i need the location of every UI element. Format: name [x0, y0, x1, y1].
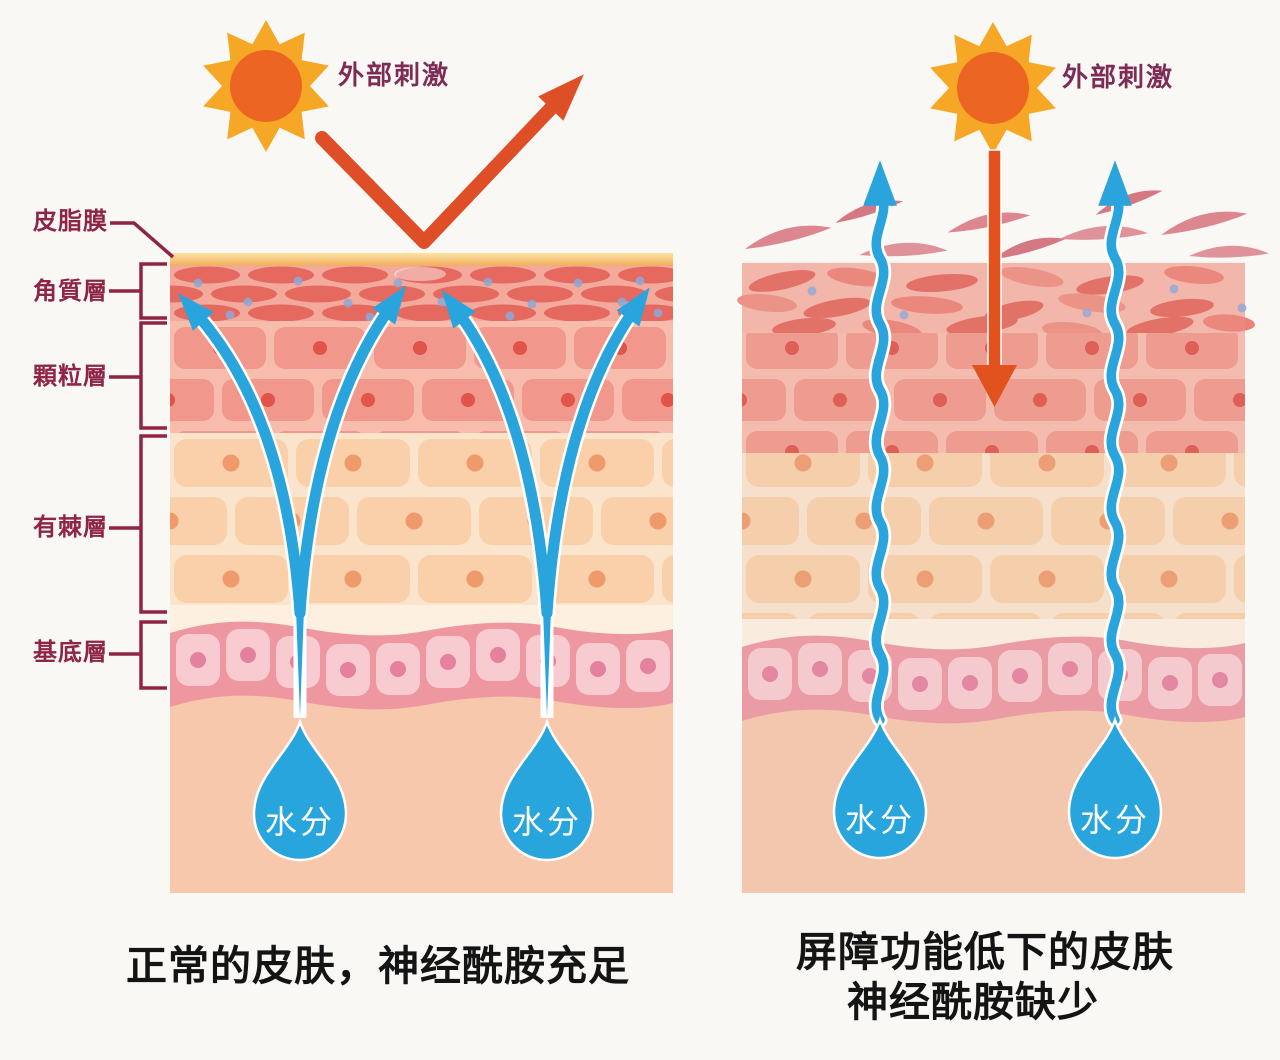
spinous-layer: [742, 453, 1245, 628]
moisture-label: 水分: [264, 804, 335, 840]
damaged-skin-panel: [737, 160, 1270, 893]
reflected-stimulus-arrow-icon: [315, 62, 597, 249]
caption-damaged-skin-line1: 屏障功能低下的皮肤: [796, 929, 1174, 975]
caption-normal-skin: 正常的皮肤，神经酰胺充足: [126, 943, 630, 989]
water-escape-arrow-icon: [863, 160, 1132, 728]
layer-label-granular: 顆粒層: [33, 363, 108, 390]
skin-flake-icon: [743, 186, 1270, 265]
moisture-label: 水分: [844, 802, 915, 838]
moisture-label: 水分: [1079, 802, 1150, 838]
sebum-film-layer: [170, 253, 673, 266]
layer-bracket-icon: [109, 221, 175, 690]
moisture-label: 水分: [511, 804, 582, 840]
sun-icon: [203, 20, 329, 152]
dermis-layer: [742, 699, 1245, 893]
external-stimulus-label-left: 外部刺激: [338, 60, 451, 90]
water-droplet-icon: [252, 716, 1163, 862]
nmf-speckles: [193, 276, 663, 322]
layer-label-stratum-corneum: 角質層: [33, 278, 108, 305]
external-stimulus-label-right: 外部刺激: [1062, 62, 1175, 92]
sun-icon: [930, 22, 1056, 154]
layer-label-basal: 基底層: [33, 639, 108, 666]
water-rise-arrow-icon: [167, 277, 662, 718]
normal-skin-panel: [167, 253, 673, 893]
stratum-corneum-layer: [170, 265, 673, 322]
layer-label-sebum-film: 皮脂膜: [33, 208, 108, 235]
penetration-arrow-icon: [972, 149, 1017, 407]
dermis-layer: [170, 685, 673, 893]
spinous-layer: [170, 433, 673, 608]
layer-label-spinous: 有棘層: [33, 514, 108, 541]
caption-damaged-skin-line2: 神经酰胺缺少: [847, 979, 1099, 1025]
